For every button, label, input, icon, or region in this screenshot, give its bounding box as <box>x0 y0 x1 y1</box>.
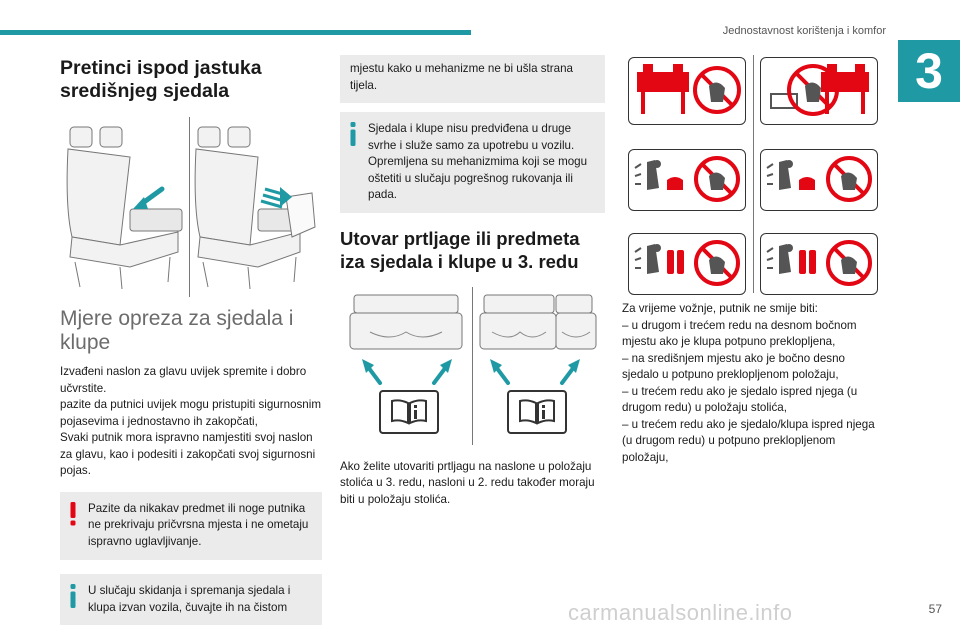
watermark: carmanualsonline.info <box>568 600 793 625</box>
prohibited-seat-illustration <box>760 57 878 125</box>
section-title-luggage: Utovar prtljage ili predmeta iza sjedala… <box>340 227 580 272</box>
page-number: 57 <box>928 602 942 616</box>
column-left: Pretinci ispod jastuka središnjeg sjedal… <box>60 55 322 625</box>
warning-note-text: Pazite da nikakav predmet ili noge putni… <box>88 501 309 548</box>
figure-divider <box>472 286 473 445</box>
manual-book-icon <box>507 389 567 434</box>
list-item: – na središnjem mjestu ako je bočno desn… <box>622 351 845 382</box>
figure-divider <box>753 55 754 293</box>
luggage-paragraph: Ako želite utovariti prtljagu na naslone… <box>340 459 595 506</box>
column-middle: mjestu kako u mehanizme ne bi ušla stran… <box>340 55 605 508</box>
info-note-continued: mjestu kako u mehanizme ne bi ušla stran… <box>340 55 605 103</box>
paragraph-line: pazite da putnici uvijek mogu pristupiti… <box>60 398 321 428</box>
paragraph-line: Svaki putnik mora ispravno namjestiti sv… <box>60 431 316 477</box>
section-title-precautions: Mjere opreza za sjedala i klupe <box>60 307 294 354</box>
info-icon <box>350 122 356 146</box>
header-accent-bar <box>0 30 471 35</box>
luggage-illustration <box>340 286 605 445</box>
warning-exclamation-icon <box>70 501 76 525</box>
precautions-paragraph: Izvađeni naslon za glavu uvijek spremite… <box>60 364 322 480</box>
info-note-continued-text: mjestu kako u mehanizme ne bi ušla stran… <box>350 62 573 92</box>
section-title-storage: Pretinci ispod jastuka središnjeg sjedal… <box>60 57 262 102</box>
info-note: U slučaju skidanja i spremanja sjedala i… <box>60 574 322 625</box>
column-right: Za vrijeme vožnje, putnik ne smije biti:… <box>622 55 884 466</box>
prohibited-seat-illustration <box>628 57 746 125</box>
prohibited-seat-illustration <box>628 233 746 295</box>
list-item: – u trećem redu ako je sjedalo/klupa isp… <box>622 417 875 464</box>
list-item: – u trećem redu ako je sjedalo ispred nj… <box>622 384 858 415</box>
seat-storage-illustration <box>60 117 322 297</box>
manual-book-icon <box>379 389 439 434</box>
list-item: – u drugom i trećem redu na desnom bočno… <box>622 318 857 349</box>
chapter-tab: 3 <box>898 40 960 102</box>
list-intro: Za vrijeme vožnje, putnik ne smije biti: <box>622 302 818 315</box>
seat-drawer-svg <box>66 126 316 290</box>
prohibited-seat-illustration <box>760 233 878 295</box>
info-note-2: Sjedala i klupe nisu predviđena u druge … <box>340 112 605 213</box>
prohibited-seat-illustration <box>760 149 878 211</box>
warning-note: Pazite da nikakav predmet ili noge putni… <box>60 491 322 560</box>
info-icon <box>70 584 76 608</box>
info-note-2-text: Sjedala i klupe nisu predviđena u druge … <box>368 122 588 201</box>
seatbacks-table-svg <box>349 294 597 434</box>
prohibited-positions-grid <box>622 55 884 295</box>
prohibited-seat-illustration <box>628 149 746 211</box>
running-header: Jednostavnost korištenja i komfor <box>722 25 886 37</box>
prohibited-positions-text: Za vrijeme vožnje, putnik ne smije biti:… <box>622 301 884 466</box>
info-note-text: U slučaju skidanja i spremanja sjedala i… <box>88 584 291 614</box>
figure-divider <box>189 117 190 297</box>
paragraph-line: Izvađeni naslon za glavu uvijek spremite… <box>60 365 307 395</box>
